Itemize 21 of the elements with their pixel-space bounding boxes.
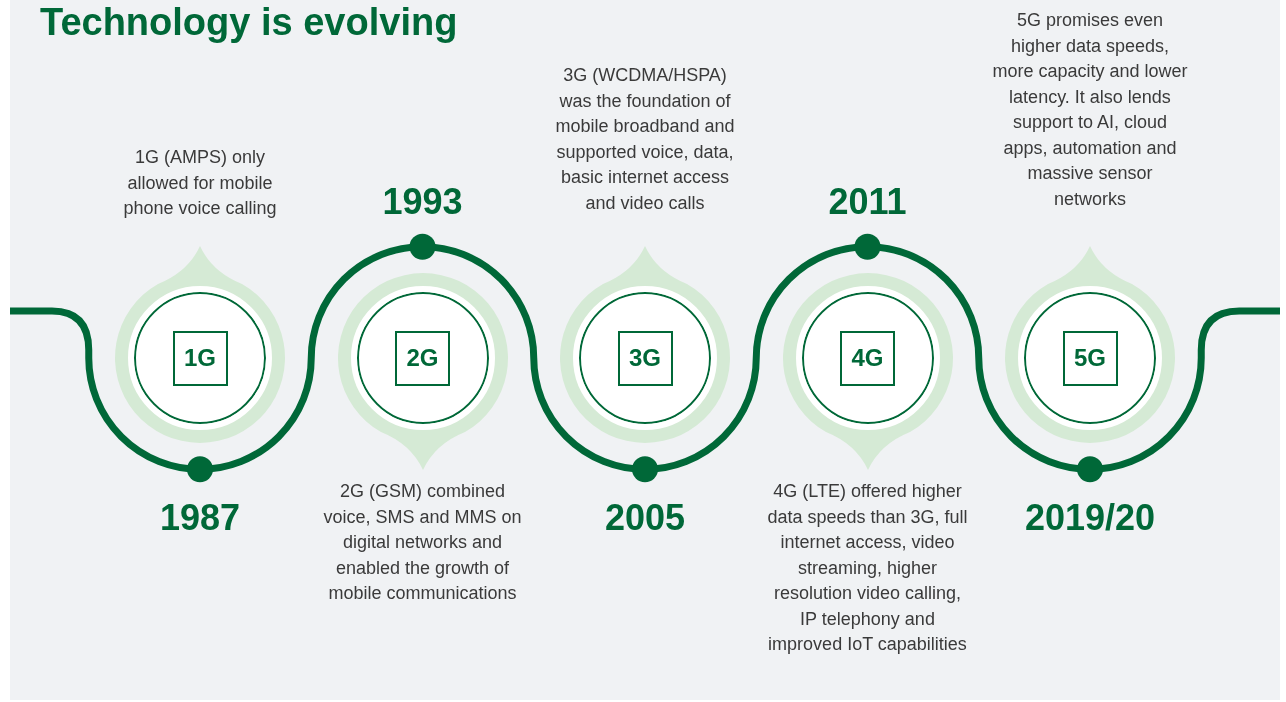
year-label: 2011 bbox=[827, 180, 908, 224]
year-label: 2019/20 bbox=[1023, 496, 1157, 540]
generation-marker bbox=[1005, 246, 1175, 443]
generation-label: 4G bbox=[840, 330, 895, 386]
year-label: 1993 bbox=[381, 180, 464, 224]
year-label: 2005 bbox=[603, 496, 687, 540]
description-text: 3G (WCDMA/HSPA) was the foundation of mobile broadband and supported voice, data, basic internet access and video calls bbox=[554, 64, 736, 215]
generation-marker bbox=[560, 246, 730, 443]
generation-marker bbox=[782, 273, 953, 470]
generation-marker bbox=[115, 246, 285, 443]
description-text: 5G promises even higher data speeds, more capacity and lower latency. It also lends support to AI, cloud apps, automation and massive sensor networks bbox=[991, 9, 1189, 211]
generation-label: 2G bbox=[395, 330, 450, 386]
description-text: 1G (AMPS) only allowed for mobile phone voice calling bbox=[122, 146, 278, 220]
generation-label: 5G bbox=[1062, 330, 1118, 386]
year-label: 1987 bbox=[158, 496, 242, 540]
generation-label: 1G bbox=[172, 330, 228, 386]
description-text: 4G (LTE) offered higher data speeds than 3G, full internet access, video streaming, higher resolution video calling, IP telephony and improved IoT capabilities bbox=[766, 480, 969, 656]
title: Technology is evolving bbox=[40, 0, 458, 44]
generation-marker bbox=[337, 273, 508, 470]
description-text: 2G (GSM) combined voice, SMS and MMS on digital networks and enabled the growth of mobile communications bbox=[322, 480, 523, 605]
generation-label: 3G bbox=[617, 330, 673, 386]
